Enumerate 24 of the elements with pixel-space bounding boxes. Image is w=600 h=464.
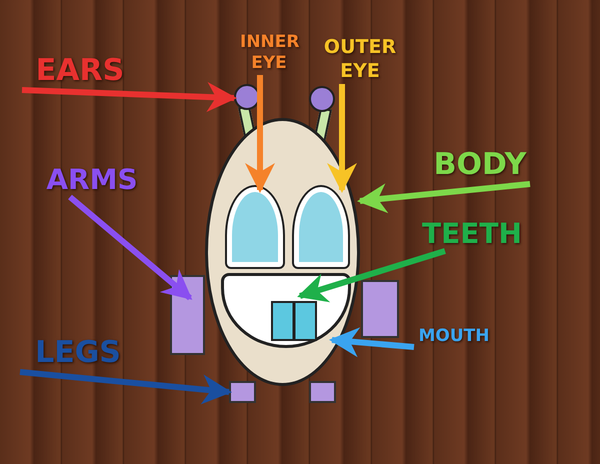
leg bbox=[229, 381, 256, 403]
arrow bbox=[329, 327, 414, 358]
part-label: LEGS bbox=[18, 334, 138, 372]
arrow bbox=[357, 181, 530, 214]
leg bbox=[309, 381, 336, 403]
teeth bbox=[271, 301, 317, 341]
eye bbox=[292, 185, 350, 269]
arrow bbox=[327, 84, 357, 193]
part-label: EARS bbox=[20, 52, 140, 90]
part-label: INNER EYE bbox=[240, 32, 298, 74]
mouth bbox=[221, 273, 351, 348]
arrow bbox=[68, 194, 192, 300]
part-label: ARMS bbox=[40, 162, 144, 197]
eye bbox=[225, 185, 285, 269]
part-label: OUTER EYE bbox=[322, 36, 398, 84]
arrow bbox=[20, 369, 232, 404]
arrow bbox=[22, 82, 237, 112]
part-label: MOUTH bbox=[414, 326, 494, 348]
arrow bbox=[297, 248, 446, 302]
part-label: TEETH bbox=[416, 216, 528, 251]
part-label: BODY bbox=[430, 146, 530, 184]
arrow bbox=[245, 75, 275, 193]
arm bbox=[361, 280, 399, 338]
ear bbox=[309, 86, 335, 112]
